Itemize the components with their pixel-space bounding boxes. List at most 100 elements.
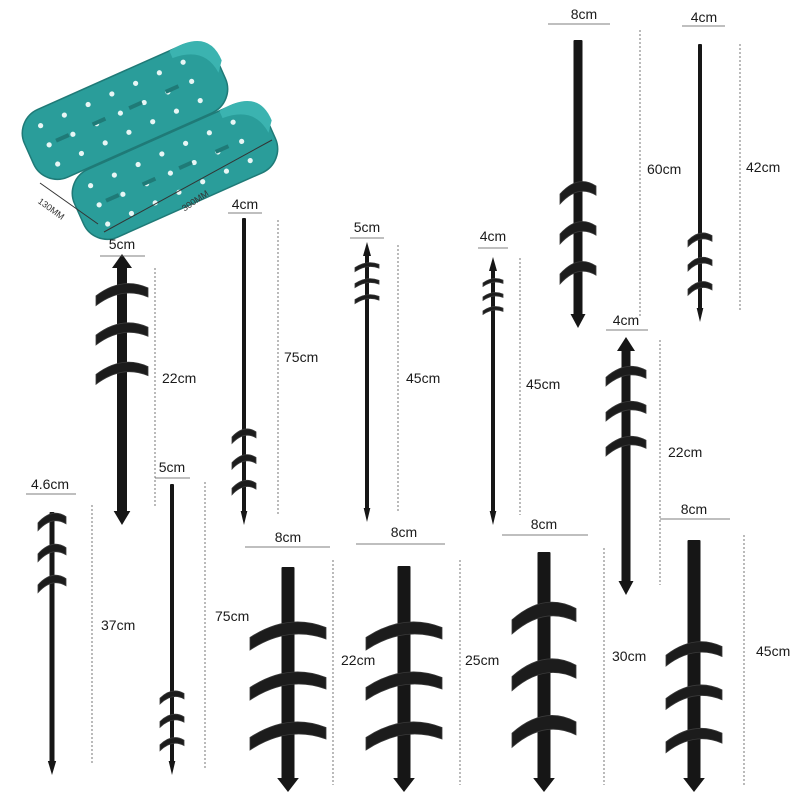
shoe-spike: [70, 131, 76, 137]
strap-slot: [214, 144, 230, 154]
auger-flight: [249, 671, 327, 701]
shoe-length-line: [103, 139, 273, 233]
auger-flight: [37, 543, 67, 563]
auger-shaft: [117, 262, 127, 515]
auger-point: [393, 778, 415, 792]
auger-1-width-label: 5cm: [108, 236, 136, 252]
auger-drill-bit-8: [37, 512, 67, 775]
strap-slot: [105, 193, 120, 203]
shoe-spike: [247, 157, 253, 164]
auger-11-width-label: 8cm: [390, 524, 418, 540]
auger-flight: [231, 479, 257, 496]
auger-7-width-label: 4cm: [612, 312, 640, 328]
auger-hex-tip: [363, 242, 371, 256]
auger-flight: [249, 721, 327, 751]
auger-flight: [231, 428, 257, 445]
shoe-spike: [183, 140, 189, 146]
shoe-spike: [120, 191, 126, 197]
auger-point: [489, 511, 497, 525]
auger-10-length-label: 22cm: [341, 652, 376, 668]
auger-drill-bit-11: [365, 566, 443, 792]
shoe-spike: [156, 70, 162, 76]
auger-shaft: [365, 250, 369, 512]
auger-point: [363, 508, 371, 522]
shoe-spike: [141, 99, 147, 106]
auger-point: [113, 511, 131, 525]
auger-6-width-label: 4cm: [690, 9, 718, 25]
auger-flight: [365, 721, 443, 751]
auger-flight: [687, 256, 713, 272]
auger-flight: [559, 261, 597, 286]
shoe-heel-cup: [219, 100, 272, 133]
shoe-spike: [102, 140, 108, 146]
auger-shaft: [687, 540, 701, 782]
shoe-spike: [167, 170, 174, 176]
auger-drill-bit-10: [249, 567, 327, 792]
auger-13-length-label: 45cm: [756, 643, 791, 659]
auger-shaft: [242, 218, 246, 515]
auger-flight: [37, 512, 67, 532]
strap-slot: [128, 100, 143, 110]
auger-12-length-label: 30cm: [612, 648, 647, 664]
auger-flight: [95, 361, 149, 386]
auger-point: [570, 314, 586, 328]
shoe-spike: [180, 59, 186, 65]
auger-8-length-label: 37cm: [101, 617, 136, 633]
shoe-spike: [150, 119, 156, 125]
auger-flight: [665, 641, 723, 667]
auger-flight: [511, 601, 577, 635]
auger-flight: [559, 221, 597, 246]
auger-point: [618, 581, 634, 595]
auger-5-width-label: 8cm: [570, 6, 598, 22]
shoe-spike: [61, 112, 67, 118]
strap-slot: [55, 133, 70, 143]
shoe-spike: [135, 161, 141, 168]
auger-2-length-label: 75cm: [284, 349, 319, 365]
auger-flight: [605, 365, 647, 387]
shoe-sole: [21, 42, 229, 181]
auger-8-width-label: 4.6cm: [30, 476, 70, 492]
auger-flight: [159, 737, 185, 752]
auger-point: [277, 778, 299, 792]
auger-9-width-label: 5cm: [158, 459, 186, 475]
auger-flight: [605, 400, 647, 422]
shoe-spike: [46, 142, 52, 148]
aerator-shoe-2: [71, 100, 279, 241]
shoe-spike: [109, 91, 115, 97]
shoe-spike: [38, 123, 44, 129]
shoe-spike: [159, 151, 165, 157]
auger-hex-tip: [617, 337, 635, 351]
auger-hex-tip: [112, 254, 132, 268]
auger-flight: [511, 658, 577, 692]
shoe-spike: [239, 138, 245, 145]
auger-flight: [511, 715, 577, 749]
auger-point: [696, 308, 704, 322]
shoe-spike: [96, 202, 102, 208]
auger-5-length-label: 60cm: [647, 161, 682, 177]
strap-slot: [164, 84, 180, 94]
auger-drill-bit-5: [559, 40, 597, 328]
shoe-spike: [55, 161, 61, 167]
shoe-spike: [176, 189, 182, 195]
strap-slot: [178, 160, 193, 170]
auger-point: [168, 761, 176, 775]
auger-9-length-label: 75cm: [215, 608, 250, 624]
shoe-spike: [133, 80, 139, 86]
aerator-shoe-1: [21, 40, 229, 181]
shoe-spike: [126, 129, 132, 135]
strap-slot: [91, 116, 107, 127]
shoe-spike: [173, 108, 180, 114]
auger-drill-bit-13: [665, 540, 723, 792]
auger-flight: [354, 262, 380, 273]
auger-2-width-label: 4cm: [231, 196, 259, 212]
auger-shaft: [621, 345, 631, 585]
auger-flight: [354, 294, 380, 305]
auger-12-width-label: 8cm: [530, 516, 558, 532]
auger-flight: [95, 322, 149, 346]
auger-drill-bit-2: [231, 218, 257, 525]
auger-flight: [559, 181, 597, 206]
auger-flight: [665, 727, 723, 754]
auger-4-length-label: 45cm: [526, 376, 561, 392]
auger-flight: [482, 292, 504, 302]
